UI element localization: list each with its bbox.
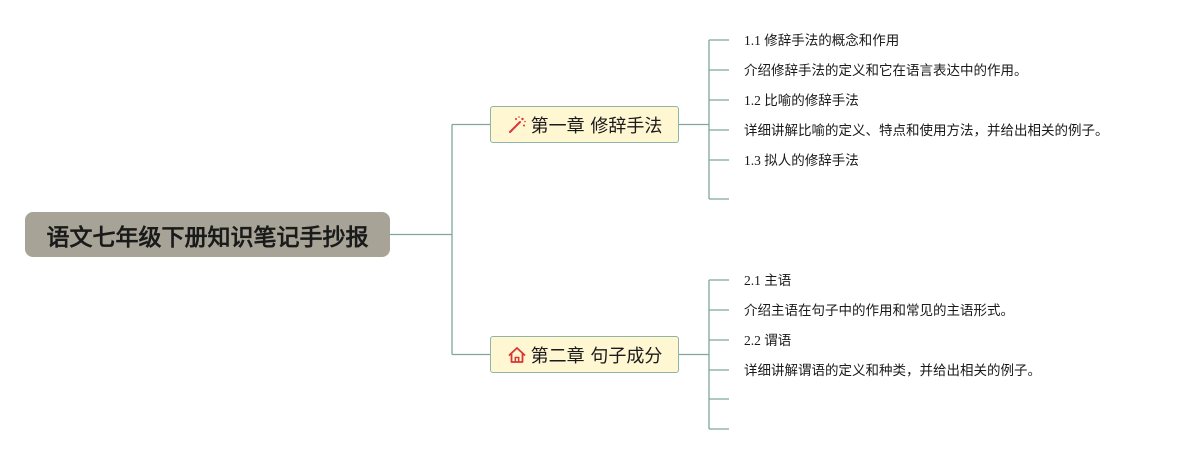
root-title: 语文七年级下册知识笔记手抄报 [46,224,369,251]
chapter-2-topic[interactable]: 第二章 句子成分 [490,336,679,373]
chapter-2-title: 第二章 句子成分 [530,345,663,367]
chapter-1-item[interactable]: 介绍修辞手法的定义和它在语言表达中的作用。 [744,63,1028,78]
chapter-1-item[interactable]: 1.2 比喻的修辞手法 [744,93,859,108]
chapter-2-item[interactable]: 2.1 主语 [744,273,792,288]
chapter-1-item[interactable]: 详细讲解比喻的定义、特点和使用方法，并给出相关的例子。 [744,123,1109,138]
chapter-1-item[interactable]: 1.1 修辞手法的概念和作用 [744,33,900,48]
chapter-1-item[interactable]: 1.3 拟人的修辞手法 [744,153,859,168]
chapter-1-title: 第一章 修辞手法 [530,115,663,137]
chapter-2-item[interactable]: 详细讲解谓语的定义和种类，并给出相关的例子。 [744,363,1041,378]
magic-wand-icon [507,115,527,135]
home-icon [507,345,527,365]
chapter-1-topic[interactable]: 第一章 修辞手法 [490,106,679,143]
chapter-2-item[interactable]: 2.2 谓语 [744,333,792,348]
root-topic[interactable]: 语文七年级下册知识笔记手抄报 [25,212,390,257]
chapter-2-item[interactable]: 介绍主语在句子中的作用和常见的主语形式。 [744,303,1014,318]
